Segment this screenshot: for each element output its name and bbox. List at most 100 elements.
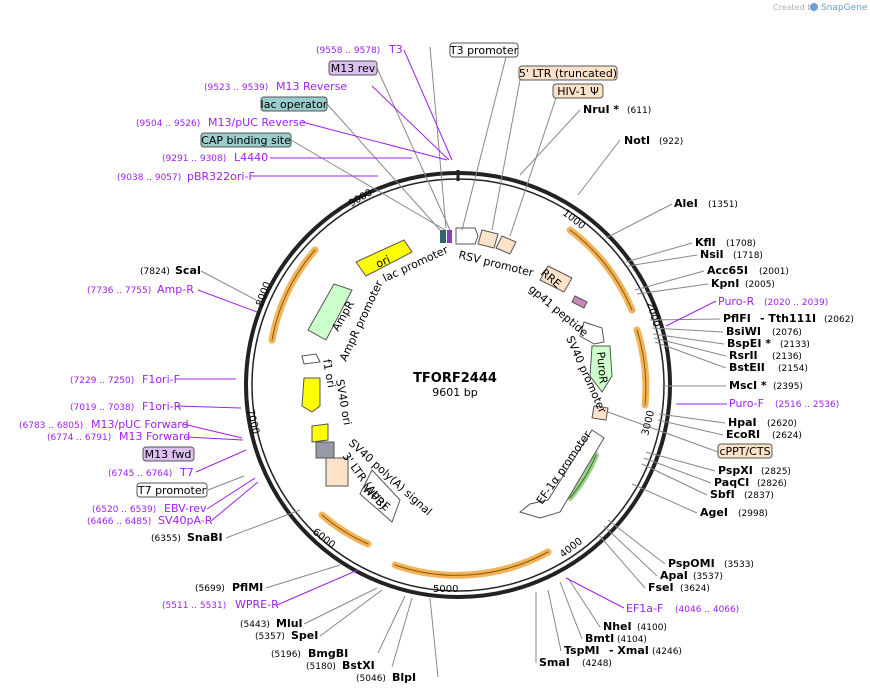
site-bmgbi[interactable]: BmgBI [308,647,348,660]
leader-line-23 [559,581,583,640]
site-kfli[interactable]: KflI [695,236,716,249]
site-snabi[interactable]: SnaBI [187,531,223,544]
ltr5-box[interactable] [518,65,618,81]
site-pflmi[interactable]: PflMI [232,581,263,594]
primer-m13forward[interactable]: M13 Forward [119,430,190,443]
site-hpai[interactable]: HpaI [728,416,757,429]
site-acc65i[interactable]: Acc65I [707,264,748,277]
leader-line-8 [651,327,724,333]
site-xmai[interactable]: - XmaI [609,644,649,657]
primer-t3[interactable]: T3 [388,43,403,56]
site-pflfi[interactable]: PflFI [723,312,751,325]
leader-line-32 [225,509,301,539]
site-blpi[interactable]: BlpI [392,671,416,684]
hiv-box[interactable] [552,83,604,99]
site-mlui[interactable]: MluI [276,617,303,630]
orf-arcs [268,226,650,579]
primer-l4440[interactable]: L4440 [234,151,268,164]
leader-line-24 [547,589,562,652]
site-noti[interactable]: NotI [624,134,650,147]
tick-7000: 7000 [244,408,261,435]
boxed-labels: M13 rev lac operator CAP binding site T3… [136,42,773,498]
leader-line-13 [658,413,726,424]
primer-ampr[interactable]: Amp-R [157,283,194,296]
m13rev-label: M13 rev [331,62,376,75]
t3-promoter-box[interactable] [449,42,519,58]
primer-pbr322ori[interactable]: pBR322ori-F [187,170,255,183]
primer-leader-line-13 [276,569,359,606]
site-bmti[interactable]: BmtI [585,632,614,645]
rre-box [539,265,573,293]
site-tspmi[interactable]: TspMI [564,644,600,657]
site-ecori[interactable]: EcoRI [726,428,760,441]
site-pspxi[interactable]: PspXI [718,464,753,477]
primer-sv40par[interactable]: SV40pA-R [158,514,213,527]
primer-ebvrev[interactable]: EBV-rev [164,502,207,515]
site-bsiwi[interactable]: BsiWI [726,325,761,338]
site-pspomi[interactable]: PspOMI [668,557,715,570]
plasmid-name: TFORF2444 [413,371,497,386]
site-bsteii[interactable]: BstEII [729,361,765,374]
tick-2000: 2000 [644,301,662,328]
leader-line-39 [607,411,719,453]
primer-m13pucreverse[interactable]: M13/pUC Reverse [208,116,306,129]
site-bspei-pos: (2133) [780,340,810,350]
cppt-box-label[interactable] [717,443,773,459]
leader-line-26 [429,597,439,678]
tick-9000: 9000 [347,187,375,209]
orf-arc-5 [268,246,319,344]
site-smai[interactable]: SmaI [539,656,570,669]
site-tth111i[interactable]: - Tth111I [760,312,816,325]
primer-f1orif[interactable]: F1ori-F [142,373,180,386]
m13rev-box[interactable] [328,60,378,76]
site-bstxi[interactable]: BstXI [342,659,375,672]
t7-promoter-box[interactable] [136,482,208,498]
cppt-box [591,405,609,421]
cap-binding-label: CAP binding site [201,134,291,147]
primer-leader-line-12 [210,481,259,522]
primer-f1orir-range: (7019 .. 7038) [70,403,134,413]
cap-binding-box[interactable] [200,132,292,148]
site-bstxi-pos: (5180) [306,662,336,672]
site-rsrii[interactable]: RsrII [729,349,758,362]
primer-leader-line-9 [185,436,244,441]
orf-arc-5-core [271,249,316,341]
primer-purof[interactable]: Puro-F [729,397,764,410]
cppt-label: cPPT/CTS [719,445,770,458]
ltr5-label: 5' LTR (truncated) [519,67,617,80]
site-apai[interactable]: ApaI [660,569,688,582]
site-agei[interactable]: AgeI [700,506,728,519]
site-bspei[interactable]: BspEI * [727,337,771,350]
site-msci[interactable]: MscI * [729,379,767,392]
lac-operator-box[interactable] [260,96,328,112]
leader-line-16 [643,457,712,484]
primer-m13reverse[interactable]: M13 Reverse [276,80,347,93]
m13fwd-box[interactable] [142,446,195,462]
primer-m13pucforward[interactable]: M13/pUC Forward [91,418,189,431]
primer-puror[interactable]: Puro-R [718,295,755,308]
leader-line-14 [657,419,724,436]
site-nhei[interactable]: NheI [603,620,632,633]
leader-line-10 [653,337,727,357]
site-sbfi[interactable]: SbfI [710,488,735,501]
site-smai-pos: (4248) [582,659,612,669]
primer-ef1af[interactable]: EF1a-F [626,602,663,615]
site-paqci[interactable]: PaqCI [714,476,749,489]
primer-f1orir[interactable]: F1ori-R [142,400,182,413]
site-scai[interactable]: ScaI [175,264,201,277]
leader-line-15 [645,451,716,472]
site-hpai-pos: (2620) [767,419,797,429]
site-nrui[interactable]: NruI * [583,103,619,116]
primer-wprer[interactable]: WPRE-R [235,598,279,611]
primer-t7[interactable]: T7 [179,466,194,479]
primer-puror-range: (2020 .. 2039) [764,298,828,308]
primer-leader-line-8 [182,423,243,439]
site-kpni[interactable]: KpnI [711,277,739,290]
site-alei[interactable]: AleI [674,197,698,210]
site-fsei[interactable]: FseI [648,581,674,594]
ampr-arrow [307,283,353,341]
primer-leader-line-5 [197,289,258,313]
credit-brand[interactable]: SnapGene [821,3,868,13]
site-nsii[interactable]: NsiI [700,248,724,261]
site-spei[interactable]: SpeI [291,629,318,642]
